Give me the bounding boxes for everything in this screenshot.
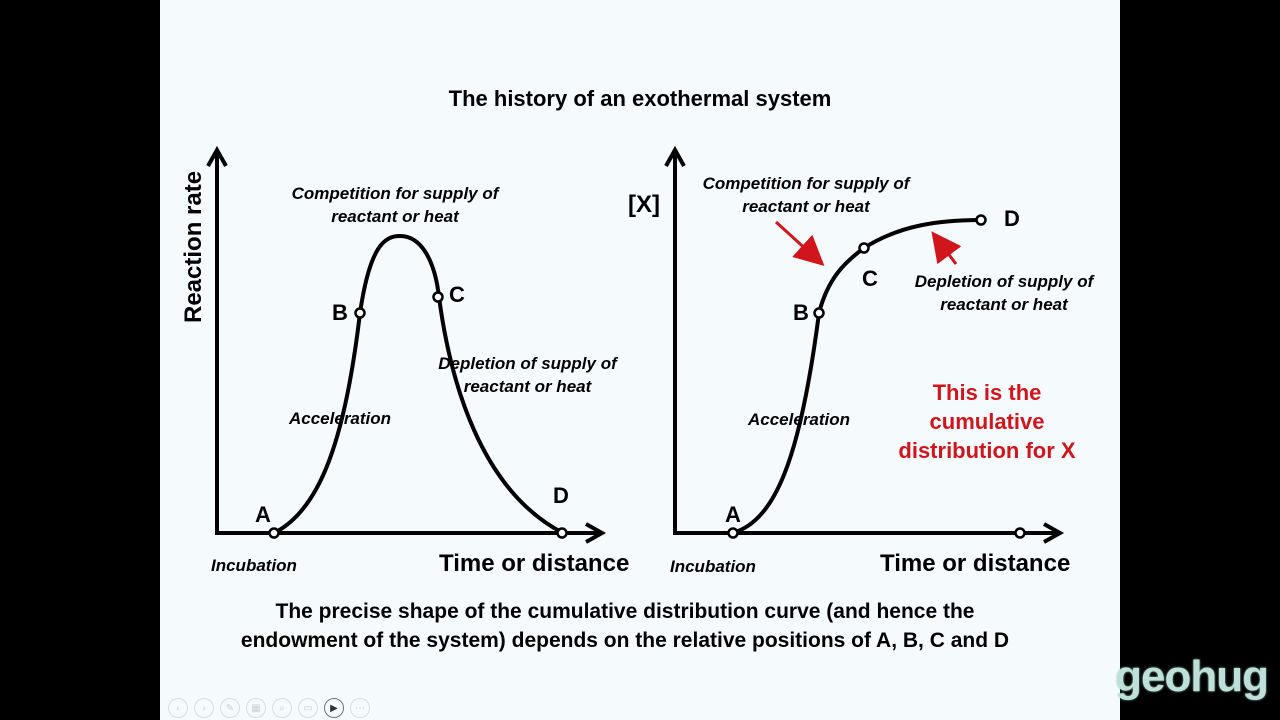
right-depletion-line2: reactant or heat (940, 295, 1068, 314)
left-competition-label: Competition for supply of reactant or he… (270, 182, 520, 228)
right-point-b-label: B (793, 300, 809, 325)
left-depletion-line2: reactant or heat (463, 377, 592, 396)
right-depletion-line1: Depletion of supply of (914, 272, 1094, 291)
right-acceleration-label: Acceleration (748, 410, 851, 429)
right-x-axis-label: Time or distance (880, 550, 1071, 577)
slide-title: The history of an exothermal system (448, 86, 832, 111)
brand-logo: geohug (1115, 652, 1269, 701)
left-competition-line1: Competition for supply of (291, 184, 499, 203)
cumulative-note-line1: This is the (932, 380, 1042, 405)
left-point-a-marker (268, 527, 280, 539)
next-icon[interactable]: › (194, 698, 214, 718)
left-point-d-marker (556, 527, 568, 539)
left-competition-line2: reactant or heat (331, 207, 459, 226)
right-competition-line2: reactant or heat (742, 197, 870, 216)
pen-icon[interactable]: ✎ (220, 698, 240, 718)
zoom-icon[interactable]: ⌕ (272, 698, 292, 718)
left-point-b-label: B (332, 300, 348, 325)
diagrams (206, 145, 1065, 544)
slides-icon[interactable]: ▦ (246, 698, 266, 718)
right-point-c-label: C (862, 266, 878, 291)
right-point-d-marker (975, 214, 987, 226)
right-competition-line1: Competition for supply of (702, 174, 910, 193)
cumulative-note: This is the cumulative distribution for … (882, 378, 1092, 465)
right-cumulative-curve (732, 218, 982, 535)
right-point-b-marker (813, 307, 825, 319)
depletion-arrow (931, 231, 962, 265)
left-x-axis-label: Time or distance (439, 550, 630, 577)
right-point-d-label: D (1004, 206, 1020, 231)
right-incubation-label: Incubation (670, 557, 756, 576)
cumulative-note-line2: cumulative (929, 409, 1045, 434)
camera-icon[interactable]: ▶ (324, 698, 344, 718)
slide: The history of an exothermal system (160, 0, 1120, 720)
more-icon[interactable]: ⋯ (350, 698, 370, 718)
presentation-toolbar: ‹ › ✎ ▦ ⌕ ▭ ▶ ⋯ (168, 698, 370, 718)
left-incubation-label: Incubation (211, 556, 297, 575)
left-point-c-marker (432, 291, 444, 303)
right-y-axis-label: [X] (628, 191, 660, 218)
right-point-c-marker (858, 242, 870, 254)
subtitles-icon[interactable]: ▭ (298, 698, 318, 718)
right-point-a-label: A (725, 502, 741, 527)
competition-arrow (774, 220, 825, 267)
left-point-c-label: C (449, 282, 465, 307)
slide-caption: The precise shape of the cumulative dist… (240, 600, 1010, 652)
right-point-a-marker (727, 527, 739, 539)
left-rate-curve (273, 233, 564, 535)
prev-icon[interactable]: ‹ (168, 698, 188, 718)
left-point-d-label: D (553, 483, 569, 508)
left-y-axis-label: Reaction rate (180, 170, 207, 323)
left-acceleration-label: Acceleration (289, 409, 392, 428)
left-depletion-line1: Depletion of supply of (438, 354, 617, 373)
cumulative-note-line3: distribution for X (898, 438, 1076, 463)
right-depletion-label: Depletion of supply of reactant or heat (894, 270, 1114, 316)
left-point-b-marker (354, 307, 366, 319)
right-competition-label: Competition for supply of reactant or he… (680, 172, 932, 218)
left-point-a-label: A (255, 502, 271, 527)
right-x-axis-marker (1014, 527, 1026, 539)
left-depletion-label: Depletion of supply of reactant or heat (415, 352, 640, 398)
